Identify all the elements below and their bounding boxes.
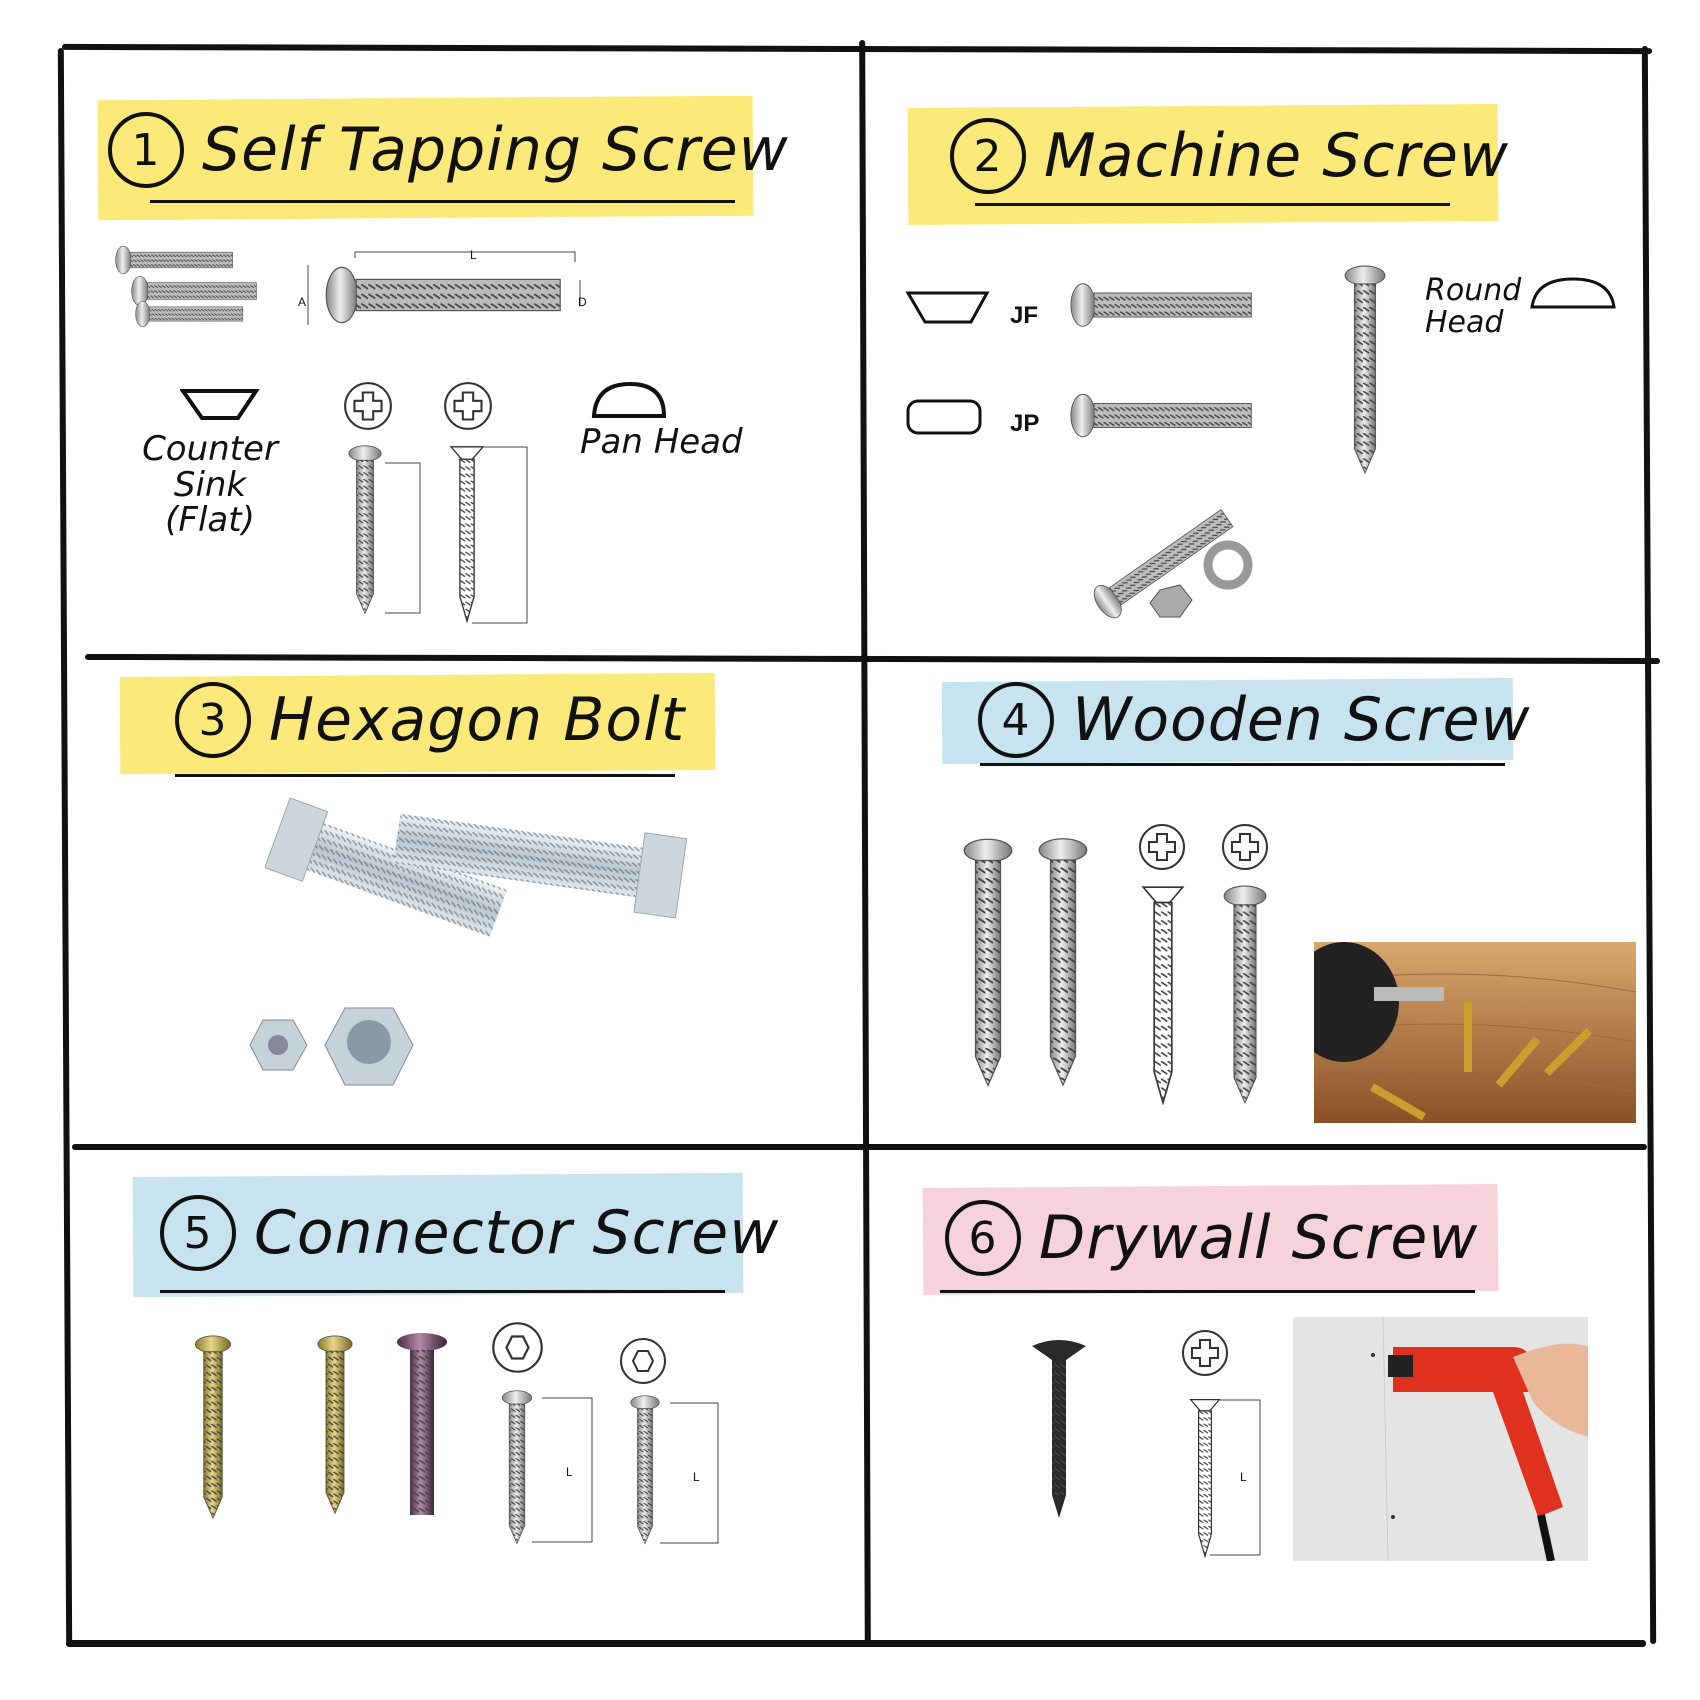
section-number-2: 2 [950, 118, 1026, 194]
self-tapping-screws-photo [115, 245, 257, 327]
section-number-6: 6 [945, 1200, 1021, 1276]
section-title-2: 2 Machine Screw [950, 118, 1509, 194]
frame-left [57, 47, 73, 1645]
connector-screw-photo [317, 1335, 353, 1514]
section-title-4: 4 Wooden Screw [978, 682, 1531, 758]
countersink-head-icon [180, 389, 260, 420]
section-title-1: 1 Self Tapping Screw [108, 112, 789, 188]
drill-wood-screws-photo [1314, 942, 1636, 1123]
drywall-screw-drawing [1189, 1398, 1261, 1558]
connector-screw-drawing [501, 1390, 593, 1545]
dim-label-L: L [693, 1470, 700, 1484]
jf-machine-screw-photo [1070, 282, 1253, 328]
title-underline [980, 763, 1505, 766]
divider-horizontal-2 [72, 1144, 1647, 1150]
wood-screw-photo [963, 838, 1013, 1087]
title-underline [160, 1290, 725, 1293]
dim-label-L: L [1240, 1470, 1247, 1484]
frame-bottom [66, 1640, 1646, 1647]
cross-head-icon [444, 382, 492, 430]
section-title-text: Wooden Screw [1072, 685, 1531, 755]
dim-label-L: L [566, 1465, 573, 1479]
machine-screw-nut-washer-photo [1088, 502, 1253, 624]
round-head-label: Round Head [1425, 273, 1522, 340]
dim-label-L: L [470, 248, 477, 262]
connector-bolt-drawing [630, 1395, 719, 1545]
drill-drywall-photo [1293, 1317, 1588, 1561]
section-title-3: 3 Hexagon Bolt [175, 682, 685, 758]
frame-right [1641, 45, 1657, 1645]
hex-socket-icon [492, 1322, 543, 1373]
section-title-6: 6 Drywall Screw [945, 1200, 1478, 1276]
drywall-screw-photo [1032, 1340, 1086, 1518]
title-underline [175, 774, 675, 777]
section-title-5: 5 Connector Screw [160, 1195, 779, 1271]
title-underline [150, 200, 735, 203]
self-tapping-dimension-drawing [307, 251, 581, 325]
frame-top [61, 43, 1653, 55]
connector-screw-photo [397, 1333, 447, 1515]
section-title-text: Self Tapping Screw [202, 115, 789, 185]
section-number-5: 5 [160, 1195, 236, 1271]
divider-vertical [859, 39, 871, 1647]
section-title-text: Connector Screw [254, 1198, 780, 1268]
section-number-1: 1 [108, 112, 184, 188]
countersink-wood-screw-drawing [1142, 886, 1184, 1104]
cross-head-icon [1182, 1330, 1228, 1376]
hex-nuts-photo [249, 1007, 414, 1086]
dim-label-A: A [298, 295, 307, 309]
counter-sink-label: Counter Sink (Flat) [142, 429, 278, 541]
cross-head-icon [344, 382, 392, 430]
pan-head-icon [906, 399, 982, 435]
pan-head-label: Pan Head [580, 422, 743, 462]
pan-head-screw-drawing [348, 445, 421, 614]
cross-head-icon [1222, 824, 1268, 870]
title-underline [975, 203, 1450, 206]
section-title-text: Machine Screw [1044, 121, 1509, 191]
divider-horizontal-1 [84, 653, 1661, 665]
dim-label-D: D [578, 295, 587, 309]
section-title-text: Hexagon Bolt [269, 685, 686, 755]
jp-label: JP [1010, 410, 1040, 437]
pan-head-icon [591, 381, 667, 418]
cross-head-icon [1139, 824, 1185, 870]
connector-screw-photo [194, 1335, 232, 1520]
section-number-4: 4 [978, 682, 1054, 758]
wood-screw-photo [1038, 838, 1088, 1086]
section-title-text: Drywall Screw [1039, 1203, 1479, 1273]
jf-label: JF [1010, 302, 1039, 329]
jp-machine-screw-photo [1070, 393, 1253, 438]
title-underline [940, 1290, 1475, 1293]
pan-head-wood-screw-drawing [1223, 885, 1267, 1104]
countersink-screw-drawing [450, 445, 528, 624]
round-head-screw-photo [1343, 265, 1387, 475]
section-number-3: 3 [175, 682, 251, 758]
flat-head-icon [905, 291, 990, 324]
round-head-icon [1530, 277, 1616, 309]
hex-socket-icon [620, 1338, 666, 1384]
hexagon-bolts-photo [265, 797, 688, 937]
